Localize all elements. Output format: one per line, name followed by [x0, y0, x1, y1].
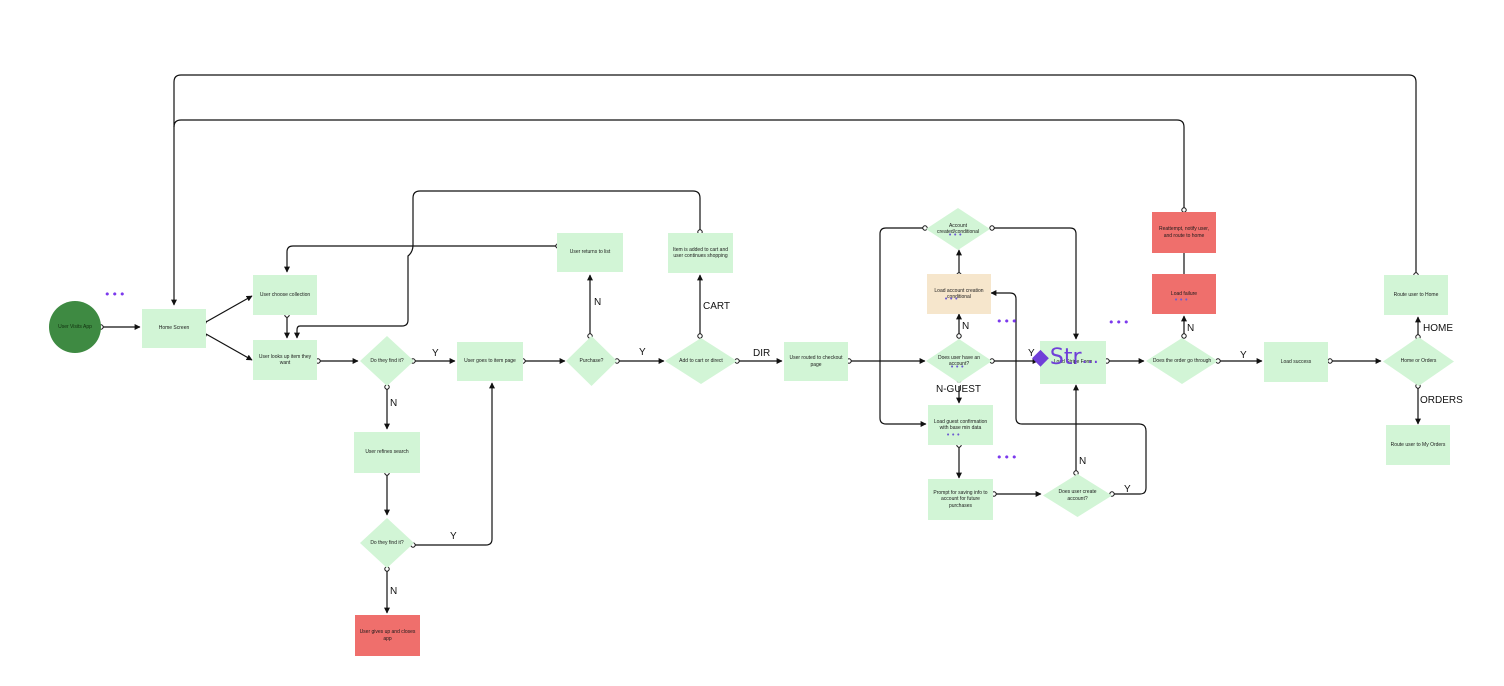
- node-load-success[interactable]: Load success: [1264, 342, 1328, 382]
- node-load-account-creation[interactable]: Load account creation conditional: [927, 274, 991, 314]
- node-label: Reattempt, notify user, and route to hom…: [1158, 226, 1210, 239]
- edge-label-direct: DIR: [753, 348, 771, 359]
- decision-find-it-1[interactable]: Do they find it?: [360, 336, 414, 386]
- node-label: Do they find it?: [370, 357, 404, 364]
- edge-added-lookup: [294, 190, 701, 339]
- edge-label-order-no: N: [1187, 323, 1195, 334]
- comment-indicator-dots[interactable]: •••: [948, 231, 964, 239]
- decision-order-go-through[interactable]: Does the order go through: [1146, 338, 1218, 384]
- node-label: Home Screen: [158, 325, 190, 332]
- node-label: User looks up item they want: [258, 353, 312, 366]
- node-label: Does user create account?: [1058, 489, 1097, 502]
- edge-label-purchase-no: N: [594, 297, 602, 308]
- node-reattempt-notify[interactable]: Reattempt, notify user, and route to hom…: [1152, 212, 1216, 253]
- edge-label-create-yes: Y: [1124, 484, 1131, 495]
- node-user-gives-up[interactable]: User gives up and closes app: [355, 615, 420, 656]
- node-label: User routed to checkout page: [789, 355, 843, 368]
- edge-label-order-yes: Y: [1240, 350, 1247, 361]
- node-label: Load failure: [1170, 290, 1198, 297]
- decision-create-account[interactable]: Does user create account?: [1043, 474, 1112, 517]
- node-label: Load success: [1280, 358, 1312, 365]
- decision-home-or-orders[interactable]: Home or Orders: [1383, 337, 1454, 386]
- node-user-refines-search[interactable]: User refines search: [354, 432, 420, 473]
- edge-home-collection: [205, 295, 253, 323]
- connector-ports: [98, 207, 1421, 572]
- more-options-dots[interactable]: •••: [1108, 316, 1131, 329]
- node-item-page[interactable]: User goes to item page: [457, 342, 523, 381]
- node-label: Home or Orders: [1400, 358, 1437, 365]
- edge-label-n-guest: N-GUEST: [936, 384, 981, 395]
- logo-ellipsis: ...: [1081, 347, 1099, 368]
- node-label: Item is added to cart and user continues…: [672, 246, 729, 259]
- node-label: User refines search: [365, 449, 409, 456]
- node-load-stripe-form[interactable]: Load Stripe Form: [1040, 341, 1106, 384]
- decision-cart-or-direct[interactable]: Add to cart or direct: [665, 338, 737, 384]
- edge-label-create-no: N: [1079, 456, 1087, 467]
- decision-account-created[interactable]: Account created/conditional: [926, 208, 990, 250]
- node-label: Does user have an account?: [938, 354, 980, 367]
- more-options-dots[interactable]: •••: [104, 288, 127, 301]
- edge-label-cart: CART: [703, 301, 731, 312]
- node-label: Load guest confirmation with base min da…: [933, 418, 988, 431]
- decision-has-account[interactable]: Does user have an account?: [926, 339, 992, 383]
- node-label: Purchase?: [579, 357, 604, 364]
- node-user-returns-to-list[interactable]: User returns to list: [557, 233, 623, 272]
- node-label: Load Stripe Form: [1053, 359, 1093, 366]
- node-label: Does the order go through: [1152, 357, 1212, 364]
- decision-find-it-2[interactable]: Do they find it?: [360, 518, 414, 568]
- node-route-orders[interactable]: Route user to My Orders: [1386, 425, 1450, 465]
- edge-created-stripe: [990, 227, 1079, 340]
- edge-label-home: HOME: [1423, 323, 1453, 334]
- edge-home-loop-outer: [171, 74, 1417, 306]
- node-label: Load account creation conditional: [934, 287, 984, 300]
- node-user-looks-up-item[interactable]: User looks up item they want: [253, 340, 317, 380]
- node-home-screen[interactable]: Home Screen: [142, 309, 206, 348]
- more-options-dots[interactable]: •••: [996, 315, 1019, 328]
- comment-indicator-dots[interactable]: •••: [944, 295, 960, 303]
- comment-indicator-dots[interactable]: •••: [946, 431, 962, 439]
- node-prompt-save-info[interactable]: Prompt for saving info to account for fu…: [928, 479, 993, 520]
- start-node-user-visits-app[interactable]: User Visits App: [49, 301, 101, 353]
- edge-label-find2-no: N: [390, 586, 398, 597]
- node-label: Do they find it?: [370, 539, 404, 546]
- node-label: Prompt for saving info to account for fu…: [933, 490, 988, 509]
- stripe-logo-overlay: ◆ Str ...: [1032, 347, 1099, 369]
- edge-label-account-yes: Y: [1028, 348, 1035, 359]
- edge-home-loop-inner: [173, 119, 1185, 210]
- node-label: Account created/conditional: [937, 222, 979, 235]
- node-label: User choose collection: [259, 291, 311, 298]
- node-load-guest-confirmation[interactable]: Load guest confirmation with base min da…: [928, 405, 993, 445]
- edge-label-find1-no: N: [390, 398, 398, 409]
- comment-indicator-dots[interactable]: •••: [950, 363, 966, 371]
- edge-label-find1-yes: Y: [432, 348, 439, 359]
- node-item-added-to-cart[interactable]: Item is added to cart and user continues…: [668, 233, 733, 273]
- node-label: Route user to Home: [1393, 291, 1439, 298]
- edge-find2-item: [413, 382, 495, 546]
- edge-return-collection: [284, 245, 558, 273]
- edge-label-purchase-yes: Y: [639, 347, 646, 358]
- node-label: Add to cart or direct: [679, 357, 723, 364]
- more-options-dots[interactable]: •••: [996, 451, 1019, 464]
- edge-label-account-no: N: [962, 321, 970, 332]
- node-route-home[interactable]: Route user to Home: [1384, 275, 1448, 315]
- edge-create-creation: [990, 290, 1147, 495]
- node-user-choose-collection[interactable]: User choose collection: [253, 275, 317, 315]
- decision-purchase[interactable]: Purchase?: [566, 336, 617, 386]
- node-label: User goes to item page: [464, 358, 516, 365]
- logo-text: Str: [1049, 345, 1082, 370]
- node-label: Route user to My Orders: [1390, 441, 1446, 448]
- edge-home-lookup: [205, 333, 253, 361]
- node-label: User Visits App: [58, 323, 92, 330]
- comment-indicator-dots[interactable]: •••: [1174, 296, 1190, 304]
- node-checkout-page[interactable]: User routed to checkout page: [784, 342, 848, 381]
- diamond-logo-icon: ◆: [1032, 345, 1049, 370]
- edge-label-orders: ORDERS: [1420, 395, 1463, 406]
- node-label: User returns to list: [569, 249, 611, 256]
- edge-label-find2-yes: Y: [450, 531, 457, 542]
- node-label: User gives up and closes app: [359, 629, 416, 642]
- node-load-failure[interactable]: Load failure: [1152, 274, 1216, 314]
- edge-left-loop: [879, 227, 927, 427]
